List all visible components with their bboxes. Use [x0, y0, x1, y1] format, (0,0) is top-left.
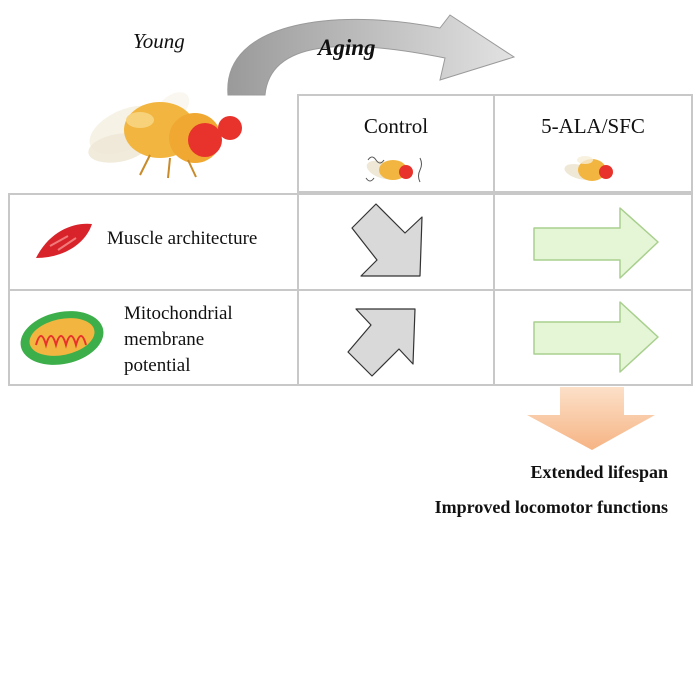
maintained-arrow-icon	[533, 207, 659, 279]
column-header-treatment: 5-ALA/SFC	[541, 114, 645, 138]
row-label-muscle: Muscle architecture	[107, 228, 257, 249]
row-label-mito-line1: Mitochondrial	[124, 303, 233, 324]
increase-arrow-icon	[347, 308, 416, 377]
outcome-locomotor: Improved locomotor functions	[435, 497, 668, 517]
row-label-mito-line2: membrane	[124, 329, 204, 350]
aging-arrow	[227, 14, 516, 96]
mitochondrion-icon	[20, 311, 104, 365]
table-grid	[8, 94, 693, 386]
column-header-control: Control	[364, 114, 428, 138]
outcome-lifespan: Extended lifespan	[530, 462, 668, 482]
outcome-down-arrow-icon	[527, 387, 655, 450]
treatment-fly-icon	[564, 156, 613, 181]
young-label: Young	[133, 29, 185, 53]
control-fly-icon	[365, 156, 422, 183]
muscle-icon	[36, 223, 92, 258]
young-fly-icon	[88, 92, 242, 179]
decrease-arrow-icon	[351, 203, 423, 277]
row-label-mito-line3: potential	[124, 355, 190, 376]
aging-label: Aging	[316, 35, 376, 60]
maintained-arrow-icon-2	[533, 301, 659, 373]
